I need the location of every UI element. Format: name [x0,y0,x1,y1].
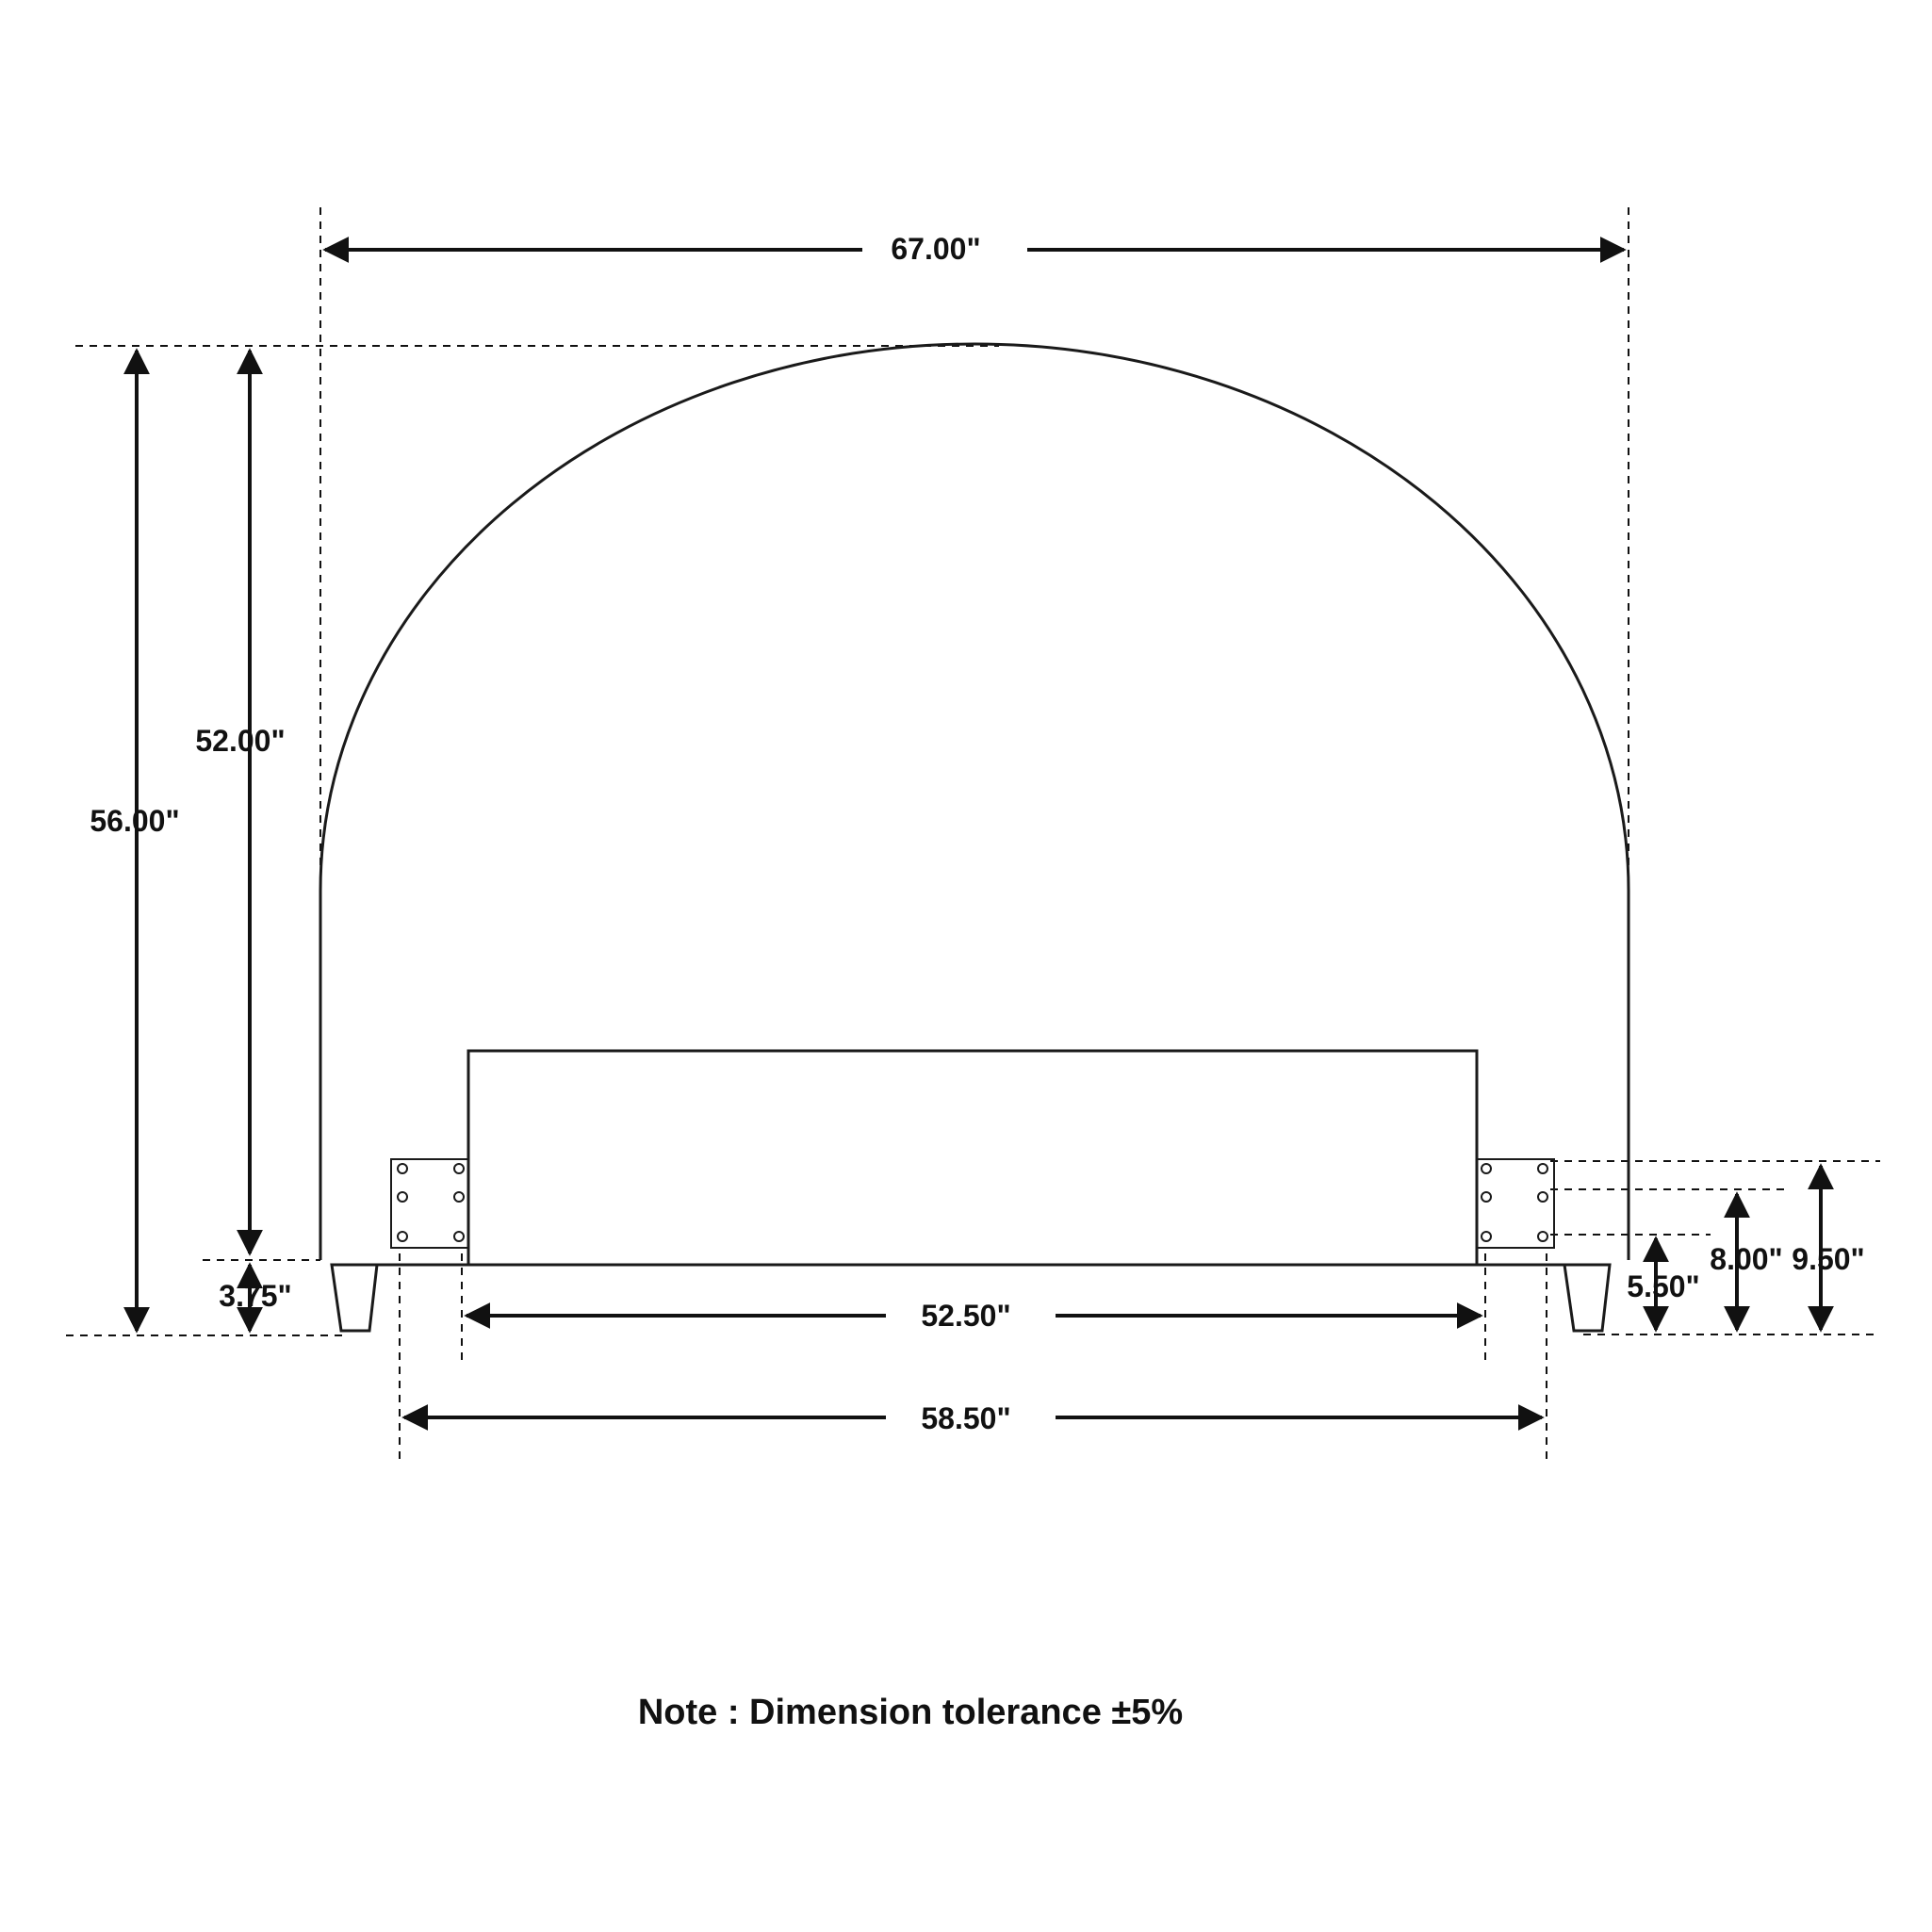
dimension-arrows [123,237,1834,1431]
left-leg [330,1263,379,1333]
label-rail-mid: 8.00" [1710,1242,1782,1276]
label-overall-width: 67.00" [891,232,980,266]
extension-lines [66,207,1880,1461]
tolerance-note: Note : Dimension tolerance ±5% [638,1693,1183,1732]
label-rail-width: 58.50" [921,1401,1010,1435]
label-rail-low: 5.50" [1627,1269,1699,1303]
label-rail-high: 9.50" [1792,1242,1864,1276]
label-headboard-height: 52.00" [195,724,285,758]
label-leg-height: 3.75" [219,1279,291,1313]
right-bracket [1476,1158,1555,1249]
label-overall-height: 56.00" [90,804,179,838]
left-bracket [390,1158,469,1249]
right-leg [1563,1263,1612,1333]
headboard-outline [319,342,1630,1260]
frame-panel [467,1049,1479,1267]
label-inner-width: 52.50" [921,1299,1010,1333]
